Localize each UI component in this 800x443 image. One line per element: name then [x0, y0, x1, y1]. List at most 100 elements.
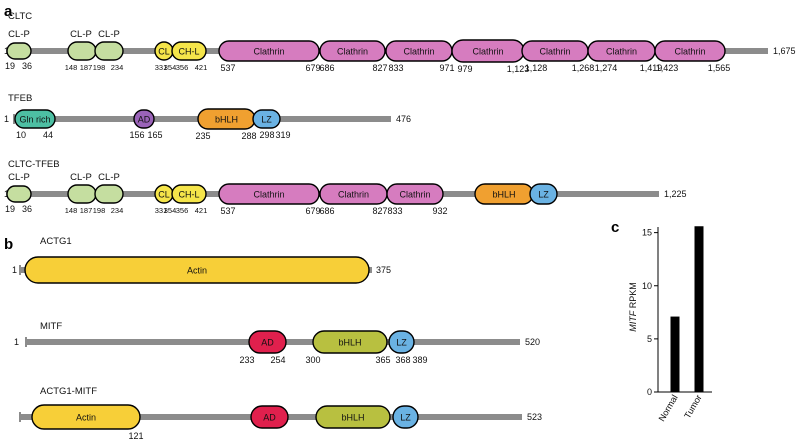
domain-label: Clathrin [399, 189, 430, 199]
domain-shape [386, 183, 444, 205]
residue-number: 319 [275, 130, 290, 140]
domain-shape [171, 41, 207, 61]
domain-label: AD [261, 337, 274, 347]
residue-number: 979 [457, 64, 472, 74]
domain-label: Clathrin [539, 46, 570, 56]
domain-actin: Actin [24, 256, 370, 284]
domain-label: CH-L [178, 46, 199, 56]
domain-shape [392, 405, 419, 429]
residue-start-label: 1 [4, 114, 9, 124]
domain-top-label: CL-P [8, 172, 30, 183]
domain-shape [252, 109, 281, 129]
residue-number: 833 [387, 206, 402, 216]
residue-number: 198 [93, 63, 106, 72]
residue-number: 36 [22, 204, 32, 214]
residue-number: 1,419 [640, 63, 663, 73]
domain-label: Clathrin [337, 46, 368, 56]
residue-number: 356 [176, 63, 189, 72]
panel-b-label: b [4, 236, 13, 253]
residue-number: 1,123 [507, 64, 530, 74]
domain-shape [248, 330, 287, 354]
domain-label: bHLH [338, 337, 361, 347]
domain-shape [315, 405, 391, 429]
residue-number: 356 [176, 206, 189, 215]
residue-number: 833 [388, 63, 403, 73]
domain-ch-l: CH-L 356 421 [171, 41, 208, 72]
residue-number: 1,268 [572, 63, 595, 73]
residue-number: 234 [111, 206, 124, 215]
protein-name: ACTG1-MITF [40, 386, 97, 397]
residue-number: 421 [195, 63, 208, 72]
domain-top-label: CL-P [98, 29, 120, 40]
domain-label: CL [158, 46, 170, 56]
domain-label: bHLH [492, 189, 515, 199]
residue-number: 368 [395, 355, 410, 365]
residue-end-label: 523 [527, 412, 542, 422]
residue-number: 971 [439, 63, 454, 73]
domain-shape [67, 41, 97, 61]
domain-top-label: CL-P [70, 172, 92, 183]
domain-shape [529, 183, 558, 205]
residue-number: 679 [305, 63, 320, 73]
domain-label: CL [158, 189, 170, 199]
residue-number: 389 [412, 355, 427, 365]
domain-label: LZ [538, 189, 549, 199]
domain-label: LZ [400, 412, 411, 422]
residue-number: 354 [164, 63, 177, 72]
residue-number: 235 [195, 131, 210, 141]
residue-number: 331 [155, 63, 168, 72]
domain-shape [319, 40, 386, 62]
domain-label: bHLH [341, 412, 364, 422]
panel-a-label: a [4, 3, 13, 20]
domain-label: Clathrin [338, 189, 369, 199]
residue-number: 1,128 [525, 63, 548, 73]
domain-label: LZ [261, 114, 272, 124]
domain-label: Clathrin [253, 189, 284, 199]
residue-number: 44 [43, 130, 53, 140]
protein-name: MITF [40, 321, 62, 332]
domain-label: LZ [396, 337, 407, 347]
bar-tumor [694, 226, 704, 392]
residue-number: 254 [270, 355, 285, 365]
domain-label: Clathrin [253, 46, 284, 56]
domain-label: Clathrin [674, 46, 705, 56]
domain-shape [14, 109, 56, 129]
domain-shape [388, 330, 415, 354]
domain-top-label: CL-P [98, 172, 120, 183]
residue-end-label: 476 [396, 114, 411, 124]
domain-shape [24, 256, 370, 284]
domain-ad: AD [250, 405, 289, 429]
panel-c-label: c [611, 219, 619, 236]
domain-shape [171, 184, 207, 204]
backbone-start-cap [19, 265, 21, 275]
domain-shape [67, 184, 97, 204]
residue-number: 156 [129, 130, 144, 140]
residue-number: 234 [111, 63, 124, 72]
residue-end-label: 1,225 [664, 189, 687, 199]
y-tick-label: 5 [647, 334, 652, 344]
protein-cltc-tfeb: CLTC-TFEB11,225CL-P1936CL-P148187CL-P198… [4, 159, 687, 216]
bar-normal [670, 316, 680, 392]
domain-label: Clathrin [403, 46, 434, 56]
domain-label: Gln rich [19, 114, 50, 124]
y-axis-label-unit: RPKM [628, 282, 638, 311]
domain-shape [94, 184, 124, 204]
domain-shape [133, 109, 155, 129]
domain-clathrin: Clathrin 1,128 1,268 [521, 40, 595, 73]
residue-number: 187 [80, 206, 93, 215]
domain-bhlh: bHLH [315, 405, 391, 429]
residue-number: 148 [65, 63, 78, 72]
